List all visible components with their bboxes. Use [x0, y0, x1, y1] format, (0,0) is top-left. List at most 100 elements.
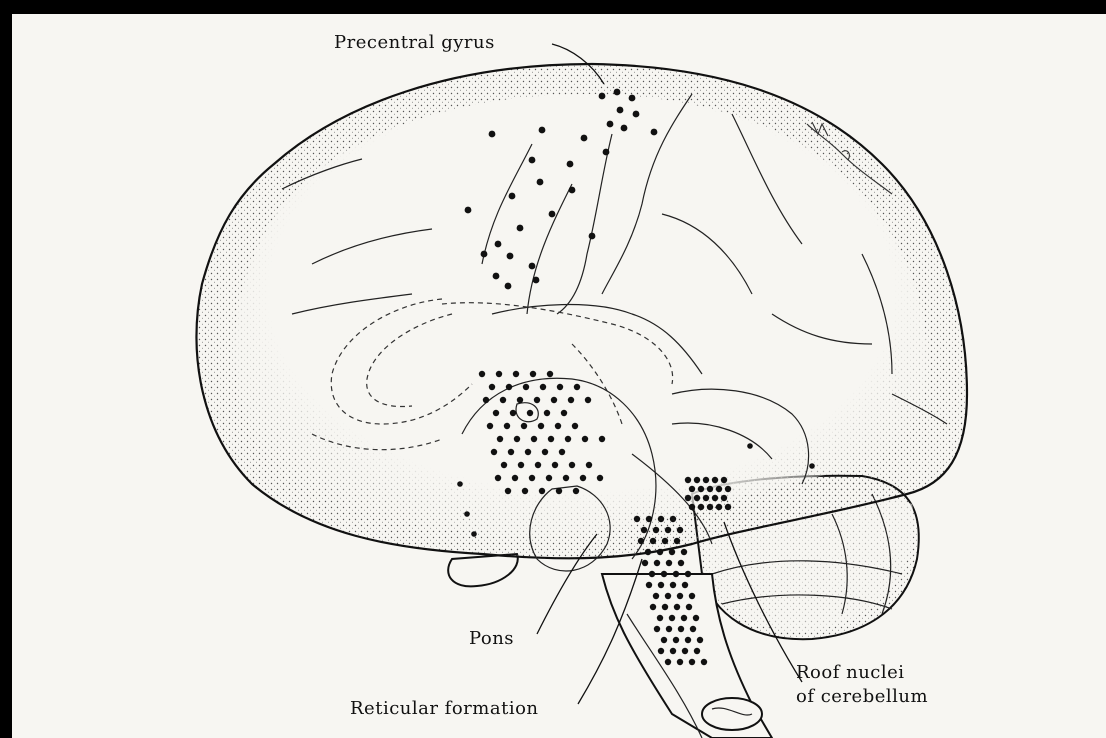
- stimulation-dot: [517, 225, 524, 232]
- label-roof-nuclei-line1: Roof nuclei: [796, 662, 905, 683]
- stimulation-dot: [501, 462, 507, 468]
- stimulation-dot: [603, 149, 610, 156]
- stimulation-dot: [747, 443, 753, 449]
- stimulation-dot: [716, 504, 722, 510]
- stimulation-dot: [599, 436, 605, 442]
- stimulation-dot: [725, 504, 731, 510]
- stimulation-dot: [523, 384, 529, 390]
- stimulation-dot: [621, 125, 628, 132]
- stimulation-dot: [513, 371, 519, 377]
- stimulation-dot: [483, 397, 489, 403]
- stimulation-dot: [563, 475, 569, 481]
- stimulation-dot: [479, 371, 485, 377]
- stimulation-dot: [540, 384, 546, 390]
- stimulation-dot: [662, 604, 668, 610]
- stimulation-dot: [489, 384, 495, 390]
- stimulation-dot: [493, 273, 500, 280]
- stimulation-dot: [681, 549, 687, 555]
- stimulation-dot: [509, 193, 516, 200]
- stimulation-dot: [658, 516, 664, 522]
- stimulation-dot: [531, 436, 537, 442]
- stimulation-dot: [504, 423, 510, 429]
- stimulation-dot: [685, 637, 691, 643]
- stimulation-dot: [527, 410, 533, 416]
- stimulation-dot: [487, 423, 493, 429]
- stimulation-dot: [585, 397, 591, 403]
- stimulation-dot: [465, 207, 472, 214]
- stimulation-dot: [649, 571, 655, 577]
- stimulation-dot: [661, 571, 667, 577]
- stimulation-dot: [547, 371, 553, 377]
- label-precentral-gyrus: Precentral gyrus: [334, 32, 495, 53]
- stimulation-dot: [599, 93, 606, 100]
- stimulation-dot: [707, 486, 713, 492]
- stimulation-dot: [693, 615, 699, 621]
- stimulation-dot: [495, 475, 501, 481]
- stimulation-dot: [529, 475, 535, 481]
- stimulation-dot: [682, 582, 688, 588]
- stimulation-dot: [508, 449, 514, 455]
- stimulation-dot: [654, 560, 660, 566]
- stimulation-dot: [646, 582, 652, 588]
- stimulation-dot: [581, 135, 588, 142]
- stimulation-dot: [493, 410, 499, 416]
- stimulation-dot: [703, 495, 709, 501]
- stimulation-dot: [497, 436, 503, 442]
- stimulation-dot: [574, 384, 580, 390]
- stimulation-dot: [716, 486, 722, 492]
- stimulation-dot: [670, 648, 676, 654]
- stimulation-dot: [471, 531, 477, 537]
- stimulation-dot: [481, 251, 488, 258]
- stimulation-dot: [725, 486, 731, 492]
- stimulation-dot: [505, 488, 511, 494]
- stimulation-dot: [694, 477, 700, 483]
- stimulation-dot: [650, 538, 656, 544]
- stimulation-dot: [569, 462, 575, 468]
- stimulation-dot: [549, 211, 556, 218]
- stimulation-dot: [597, 475, 603, 481]
- stimulation-dot: [677, 593, 683, 599]
- stimulation-dot: [654, 626, 660, 632]
- stimulation-dot: [657, 549, 663, 555]
- stimulation-dot: [569, 187, 576, 194]
- stimulation-dot: [572, 423, 578, 429]
- stimulation-dot: [546, 475, 552, 481]
- label-roof-nuclei-line2: of cerebellum: [796, 686, 928, 707]
- stimulation-dot: [658, 648, 664, 654]
- stimulation-dot: [633, 111, 640, 118]
- stimulation-dot: [669, 549, 675, 555]
- stimulation-dot: [698, 486, 704, 492]
- stimulation-dot: [650, 604, 656, 610]
- stimulation-dot: [645, 549, 651, 555]
- stimulation-dot: [690, 626, 696, 632]
- stimulation-dot: [518, 462, 524, 468]
- stimulation-dot: [496, 371, 502, 377]
- stimulation-dot: [510, 410, 516, 416]
- stimulation-dot: [682, 648, 688, 654]
- stimulation-dot: [665, 527, 671, 533]
- stimulation-dot: [721, 477, 727, 483]
- stimulation-dot: [542, 449, 548, 455]
- stimulation-dot: [491, 449, 497, 455]
- stimulation-dot: [634, 516, 640, 522]
- stimulation-dot: [685, 571, 691, 577]
- stimulation-dot: [712, 477, 718, 483]
- stimulation-dot: [721, 495, 727, 501]
- stimulation-dot: [694, 495, 700, 501]
- stimulation-dot: [670, 582, 676, 588]
- stimulation-dot: [689, 486, 695, 492]
- stimulation-dot: [538, 423, 544, 429]
- stimulation-dot: [489, 131, 496, 138]
- stimulation-dot: [512, 475, 518, 481]
- stimulation-dot: [685, 477, 691, 483]
- stimulation-dot: [561, 410, 567, 416]
- stimulation-dot: [567, 161, 574, 168]
- brain-diagram: Precentral gyrus Pons Reticular formatio…: [12, 14, 1106, 738]
- stimulation-dot: [555, 423, 561, 429]
- stimulation-dot: [629, 95, 636, 102]
- stimulation-dot: [537, 179, 544, 186]
- stimulation-dot: [674, 538, 680, 544]
- stimulation-dot: [686, 604, 692, 610]
- stimulation-dot: [666, 626, 672, 632]
